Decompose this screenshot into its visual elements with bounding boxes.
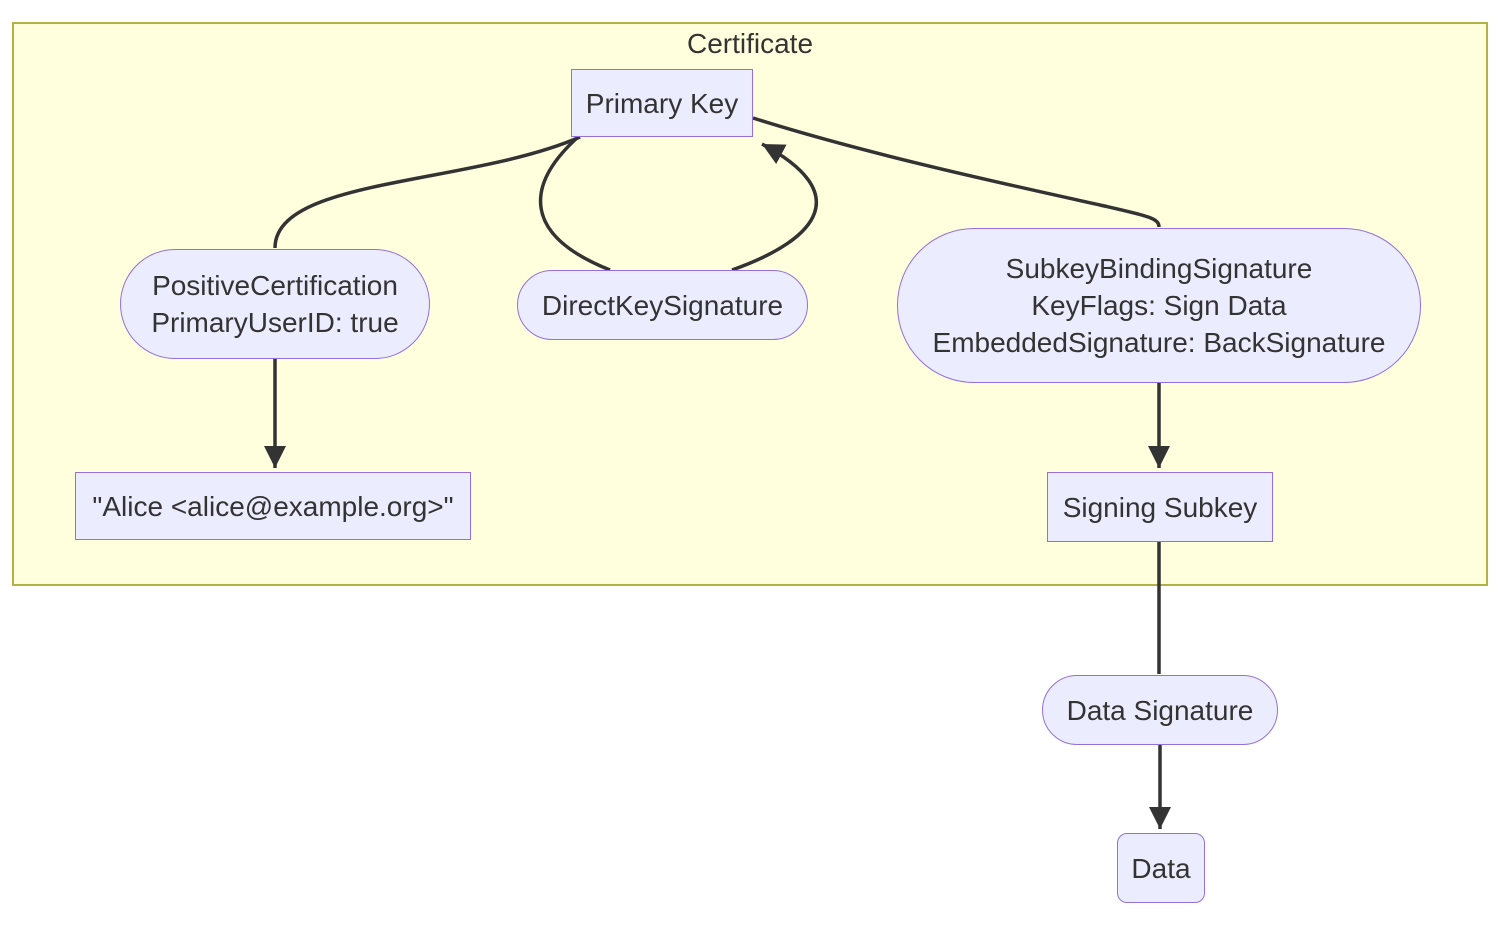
node-subkey-binding-signature-line-3: EmbeddedSignature: BackSignature bbox=[932, 327, 1386, 358]
edge-directkeysignature-primarykey bbox=[731, 142, 818, 272]
node-user-id-label: "Alice <alice@example.org>" bbox=[92, 490, 454, 522]
node-data: Data bbox=[1117, 833, 1205, 903]
node-data-signature: Data Signature bbox=[1042, 675, 1278, 745]
node-signing-subkey-label: Signing Subkey bbox=[1062, 491, 1258, 523]
node-positive-certification-line-2: PrimaryUserID: true bbox=[151, 307, 399, 338]
edge-primarykey-positivecertification bbox=[273, 135, 581, 249]
node-subkey-binding-signature-line-2: KeyFlags: Sign Data bbox=[1031, 290, 1287, 321]
node-positive-certification-line-1: PositiveCertification bbox=[152, 270, 398, 301]
node-signing-subkey: Signing Subkey bbox=[1047, 472, 1273, 542]
node-user-id: "Alice <alice@example.org>" bbox=[75, 472, 471, 540]
node-data-signature-label: Data Signature bbox=[1066, 694, 1254, 726]
node-positive-certification: PositiveCertification PrimaryUserID: tru… bbox=[120, 249, 430, 359]
node-subkey-binding-signature: SubkeyBindingSignature KeyFlags: Sign Da… bbox=[897, 228, 1421, 383]
node-primary-key-label: Primary Key bbox=[585, 87, 739, 119]
node-data-label: Data bbox=[1131, 852, 1191, 884]
edge-primarykey-directkeysignature bbox=[538, 135, 611, 272]
edge-primarykey-subkeybindingsignature bbox=[752, 116, 1161, 228]
node-primary-key: Primary Key bbox=[571, 69, 753, 137]
cluster-title: Certificate bbox=[686, 28, 814, 59]
node-subkey-binding-signature-line-1: SubkeyBindingSignature bbox=[1005, 253, 1313, 284]
node-direct-key-signature-label: DirectKeySignature bbox=[541, 289, 784, 321]
node-direct-key-signature: DirectKeySignature bbox=[517, 270, 808, 340]
